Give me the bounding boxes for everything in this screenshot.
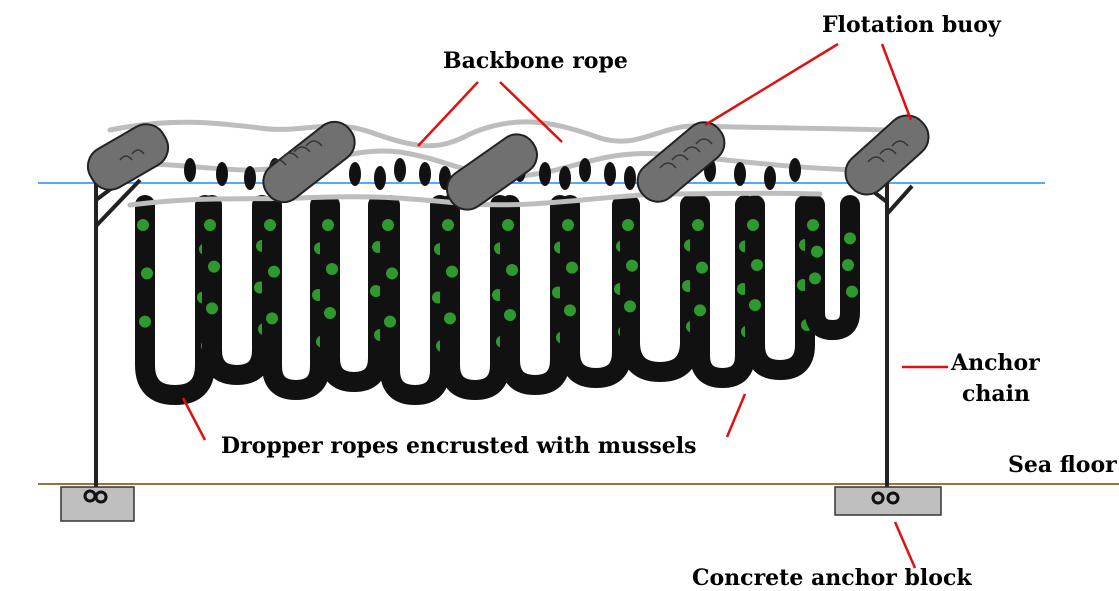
mussel-clump xyxy=(216,162,228,186)
mussel-clump xyxy=(419,162,431,186)
dropper-loop xyxy=(390,205,440,395)
leader-dropper-left xyxy=(183,398,205,440)
dropper-ropes xyxy=(137,205,858,395)
mussel-green-patch xyxy=(208,261,220,273)
mussel-clump xyxy=(624,166,636,190)
mussel-clump xyxy=(184,158,196,182)
mussel-green-patch xyxy=(324,307,336,319)
mussel-green-patch xyxy=(622,219,634,231)
mussel-green-patch xyxy=(206,302,218,314)
mussel-green-patch xyxy=(504,309,516,321)
mussel-green-patch xyxy=(322,219,334,231)
mussel-green-patch xyxy=(747,219,759,231)
mussel-green-patch xyxy=(842,259,854,271)
mussel-green-patch xyxy=(326,263,338,275)
mussel-green-patch xyxy=(506,264,518,276)
mussel-clump xyxy=(374,166,386,190)
dropper-loop xyxy=(570,205,622,378)
label-concrete-anchor-block: Concrete anchor block xyxy=(692,567,972,589)
label-backbone-rope: Backbone rope xyxy=(443,50,628,72)
anchor-block-right xyxy=(835,487,941,515)
anchor-chain-right xyxy=(858,180,912,493)
mussel-green-patch xyxy=(564,304,576,316)
mussel-green-patch xyxy=(137,219,149,231)
label-anchor-chain-line1: Anchor xyxy=(951,352,1040,374)
mussel-green-patch xyxy=(268,266,280,278)
mussel-green-patch xyxy=(141,267,153,279)
mussel-green-patch xyxy=(204,219,216,231)
label-anchor-chain-line2: chain xyxy=(962,383,1030,405)
mussel-clump xyxy=(539,162,551,186)
mussel-green-patch xyxy=(694,304,706,316)
leader-buoy-right xyxy=(882,44,911,120)
mussel-clump xyxy=(789,158,801,182)
mussel-clump xyxy=(764,166,776,190)
anchor-chain-left xyxy=(96,180,140,493)
mussel-green-patch xyxy=(846,286,858,298)
dropper-loop xyxy=(510,205,560,385)
mussel-clump xyxy=(734,162,746,186)
mussel-green-patch xyxy=(264,219,276,231)
mussel-green-patch xyxy=(751,259,763,271)
mussel-green-patch xyxy=(444,312,456,324)
mussel-clump xyxy=(394,158,406,182)
mussel-green-patch xyxy=(139,316,151,328)
label-sea-floor: Sea floor xyxy=(1008,454,1117,476)
mussel-green-patch xyxy=(844,232,856,244)
mussel-green-patch xyxy=(692,219,704,231)
mussel-green-patch xyxy=(562,219,574,231)
label-flotation-buoy: Flotation buoy xyxy=(822,14,1001,36)
mussel-green-patch xyxy=(566,262,578,274)
leader-dropper-right xyxy=(727,394,745,437)
mussel-green-patch xyxy=(811,246,823,258)
dropper-loop xyxy=(630,205,690,372)
mussel-green-patch xyxy=(624,300,636,312)
mussel-green-patch xyxy=(696,262,708,274)
mussel-green-patch xyxy=(749,299,761,311)
mussel-clump xyxy=(244,166,256,190)
mussel-green-patch xyxy=(266,312,278,324)
mussel-green-patch xyxy=(382,219,394,231)
dropper-loop xyxy=(145,205,205,395)
anchor-block-left xyxy=(61,487,134,521)
dropper-loop xyxy=(450,205,500,390)
mussel-green-patch xyxy=(809,272,821,284)
mussel-clump xyxy=(559,166,571,190)
mussel-clump xyxy=(579,158,591,182)
dropper-loop xyxy=(212,205,262,375)
mussel-green-patch xyxy=(446,266,458,278)
mussel-green-patch xyxy=(502,219,514,231)
mussel-green-patch xyxy=(626,260,638,272)
mussel-clump xyxy=(604,162,616,186)
leader-backbone-right xyxy=(500,82,562,142)
mussel-green-patch xyxy=(807,219,819,231)
leader-buoy-left xyxy=(705,44,838,125)
mussel-clump xyxy=(349,162,361,186)
label-dropper-ropes: Dropper ropes encrusted with mussels xyxy=(221,435,697,457)
mussel-green-patch xyxy=(386,267,398,279)
leader-anchor-block xyxy=(895,522,915,568)
mussel-green-patch xyxy=(442,219,454,231)
mussel-green-patch xyxy=(384,316,396,328)
dropper-loop xyxy=(755,205,805,370)
